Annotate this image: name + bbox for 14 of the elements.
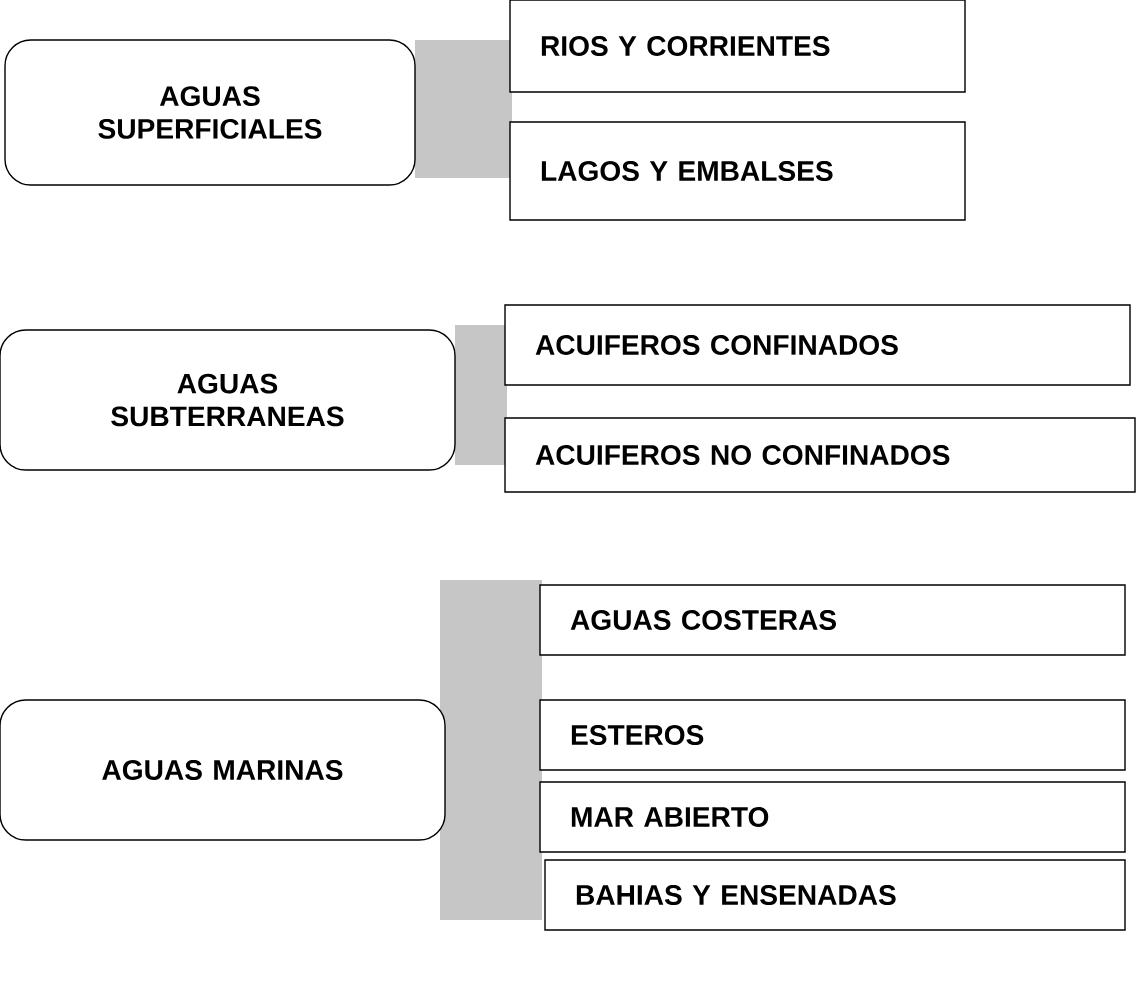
category-box: RIOS Y CORRIENTES [509, 0, 966, 93]
shaded-bar [415, 40, 512, 178]
category-box: ACUIFEROS CONFINADOS [504, 304, 1131, 386]
rounded-box: AGUAS SUBTERRANEAS [0, 329, 456, 471]
shaded-bar [440, 580, 542, 920]
category-box: BAHIAS Y ENSENADAS [544, 859, 1126, 931]
category-box: MAR ABIERTO [539, 781, 1126, 853]
category-box: AGUAS COSTERAS [539, 584, 1126, 656]
category-box: LAGOS Y EMBALSES [509, 121, 966, 221]
category-box: ACUIFEROS NO CONFINADOS [504, 417, 1136, 493]
category-box: ESTEROS [539, 699, 1126, 771]
shaded-bar [455, 325, 507, 465]
rounded-box: AGUAS SUPERFICIALES [4, 39, 416, 186]
rounded-box: AGUAS MARINAS [0, 699, 446, 841]
